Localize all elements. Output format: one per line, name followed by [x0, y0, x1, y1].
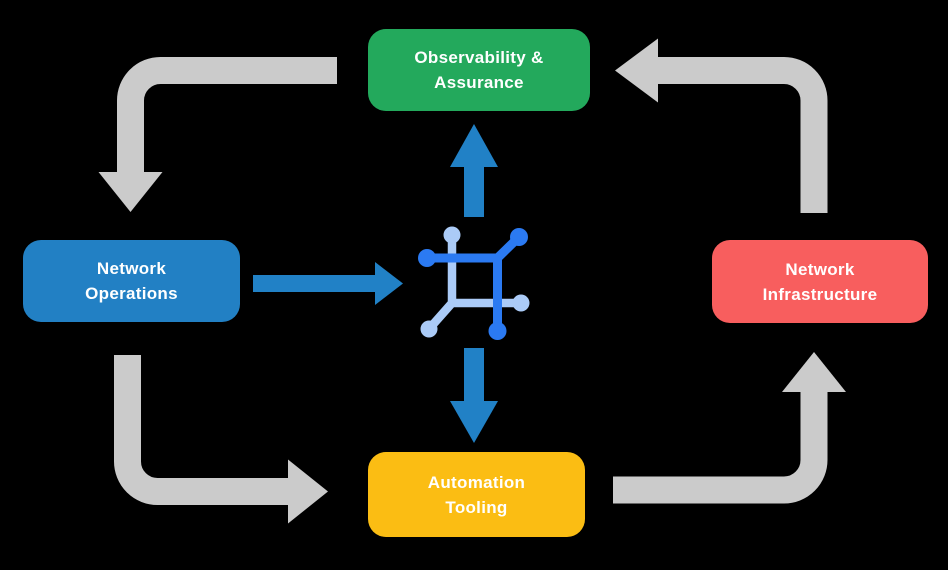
arrow-observability-to-operations	[98, 57, 337, 212]
arrow-head	[450, 124, 498, 167]
arrow-shaft	[656, 57, 828, 213]
node-network-infrastructure: Network Infrastructure	[712, 240, 928, 323]
node-observability-assurance: Observability & Assurance	[368, 29, 590, 111]
arrow-tooling-to-infrastructure	[613, 352, 846, 504]
arrow-icon-to-observability	[450, 124, 498, 217]
node-label-line: Assurance	[434, 73, 524, 92]
icon-dark-strokes	[422, 232, 524, 336]
node-label-line: Automation	[427, 472, 526, 492]
node-label-line: Operations	[85, 284, 178, 303]
arrow-head	[375, 262, 403, 305]
node-network-operations: Network Operations	[23, 240, 240, 322]
arrow-head	[450, 401, 498, 443]
icon-dark-nodes	[418, 228, 528, 340]
icon-light-nodes	[420, 226, 530, 338]
arrow-operations-to-icon	[253, 262, 403, 305]
arrow-shaft	[117, 57, 337, 174]
arrow-head	[782, 352, 846, 392]
arrow-shaft	[613, 390, 828, 504]
node-automation-tooling: Automation Tooling	[368, 452, 585, 537]
arrow-shaft	[114, 355, 290, 505]
arrow-operations-to-tooling	[114, 355, 328, 524]
arrow-head	[615, 38, 658, 103]
arrow-icon-to-tooling	[450, 348, 498, 443]
node-label-line: Network	[785, 259, 855, 279]
arrow-infrastructure-to-observability	[615, 38, 828, 213]
node-label-line: Observability &	[414, 48, 544, 67]
arrow-head	[98, 172, 163, 212]
node-label-line: Infrastructure	[762, 284, 878, 304]
node-label-line: Tooling	[445, 497, 508, 517]
network-automation-icon	[418, 226, 530, 340]
node-label-line: Network	[96, 259, 167, 278]
arrow-head	[288, 459, 328, 524]
